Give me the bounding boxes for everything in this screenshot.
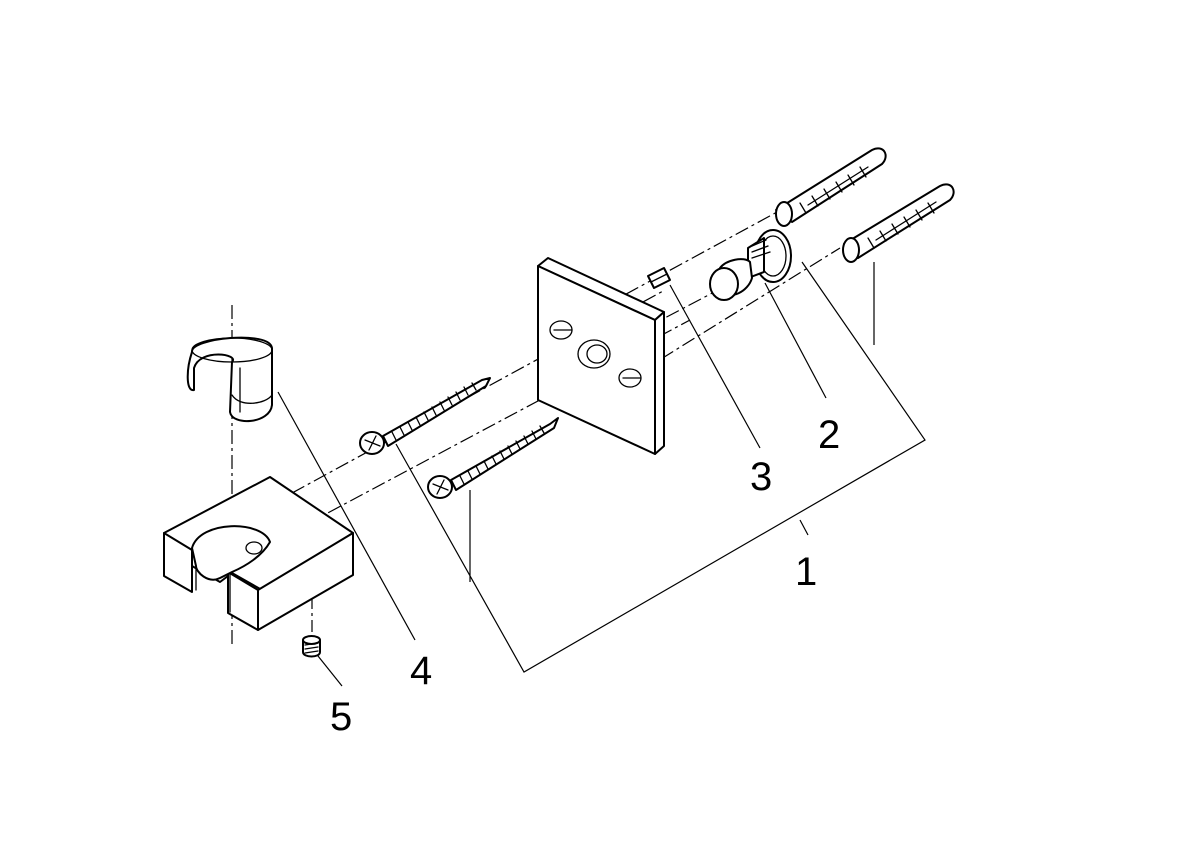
wood-screw-lower-icon: [427, 417, 559, 499]
leader-4: [277, 391, 416, 641]
split-sleeve-icon: [186, 336, 273, 423]
ball-joint-pivot-icon: [709, 229, 792, 301]
wall-plug-anchor-lower-icon: [842, 183, 955, 263]
leader-5: [317, 655, 343, 687]
callout-1: 1: [795, 550, 817, 594]
callout-4: 4: [410, 649, 432, 693]
callout-5: 5: [330, 695, 352, 739]
callouts: 1 2 3 4 5: [330, 413, 840, 739]
wall-mounting-plate-icon: [537, 257, 665, 455]
leader-lines: [277, 261, 926, 687]
wall-plug-anchor-upper-icon: [775, 147, 887, 227]
grub-screw-icon: [302, 635, 321, 658]
callout-2: 2: [818, 413, 840, 457]
shower-holder-body-icon: [163, 476, 354, 631]
callout-3: 3: [750, 455, 772, 499]
leader-3: [669, 284, 761, 449]
locking-pin-icon: [647, 267, 671, 289]
leader-1: [395, 261, 926, 673]
wood-screw-upper-icon: [359, 377, 491, 455]
leader-2: [764, 282, 827, 399]
